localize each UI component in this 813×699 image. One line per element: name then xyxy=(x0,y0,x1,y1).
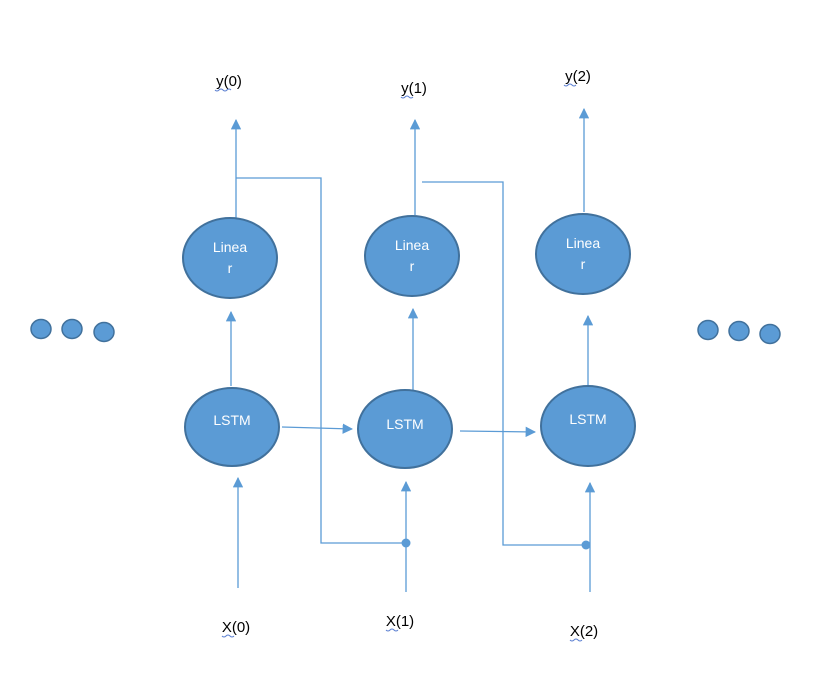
spellcheck-underline xyxy=(400,95,414,99)
lstm-label: LSTM xyxy=(386,416,423,432)
linear-label-line2: r xyxy=(410,258,415,274)
lstm-label: LSTM xyxy=(213,412,250,428)
lstm-node-2: LSTM xyxy=(540,385,636,467)
spellcheck-underline xyxy=(214,88,232,92)
linear-node-0: Linea r xyxy=(182,217,278,299)
edge-lstm0-to-lstm1 xyxy=(281,423,354,434)
edge-feedback-y0-to-x1 xyxy=(236,177,406,544)
spellcheck-underline xyxy=(221,634,235,638)
ellipsis-dot xyxy=(697,319,719,341)
linear-node-2: Linea r xyxy=(535,213,631,295)
linear-label-line2: r xyxy=(581,256,586,272)
output-label-1: y(1) xyxy=(401,80,427,97)
lstm-node-0: LSTM xyxy=(184,387,280,467)
edge-lstm1-to-lstm2 xyxy=(459,426,537,438)
spellcheck-underline xyxy=(569,638,583,642)
junction-x2 xyxy=(581,540,591,550)
spellcheck-underline xyxy=(563,83,577,87)
output-label-0: y(0) xyxy=(216,73,242,90)
ellipsis-dot xyxy=(728,320,750,342)
ellipsis-right xyxy=(697,319,781,345)
linear-label-line2: r xyxy=(228,260,233,276)
output-label-2: y(2) xyxy=(565,68,591,85)
linear-label-line1: Linea xyxy=(395,237,429,253)
ellipsis-dot xyxy=(30,318,52,340)
linear-node-1: Linea r xyxy=(364,215,460,297)
edge-feedback-y1-to-x2 xyxy=(422,181,586,546)
input-label-0: X(0) xyxy=(222,619,250,636)
ellipsis-dot xyxy=(759,323,781,345)
input-label-2: X(2) xyxy=(570,623,598,640)
linear-label-line1: Linea xyxy=(213,239,247,255)
ellipsis-left xyxy=(30,318,115,343)
linear-label-line1: Linea xyxy=(566,235,600,251)
lstm-label: LSTM xyxy=(569,411,606,427)
lstm-node-1: LSTM xyxy=(357,389,453,469)
ellipsis-dot xyxy=(93,321,115,343)
input-label-1: X(1) xyxy=(386,613,414,630)
ellipsis-dot xyxy=(61,318,83,340)
spellcheck-underline xyxy=(385,628,399,632)
junction-x1 xyxy=(401,538,411,548)
